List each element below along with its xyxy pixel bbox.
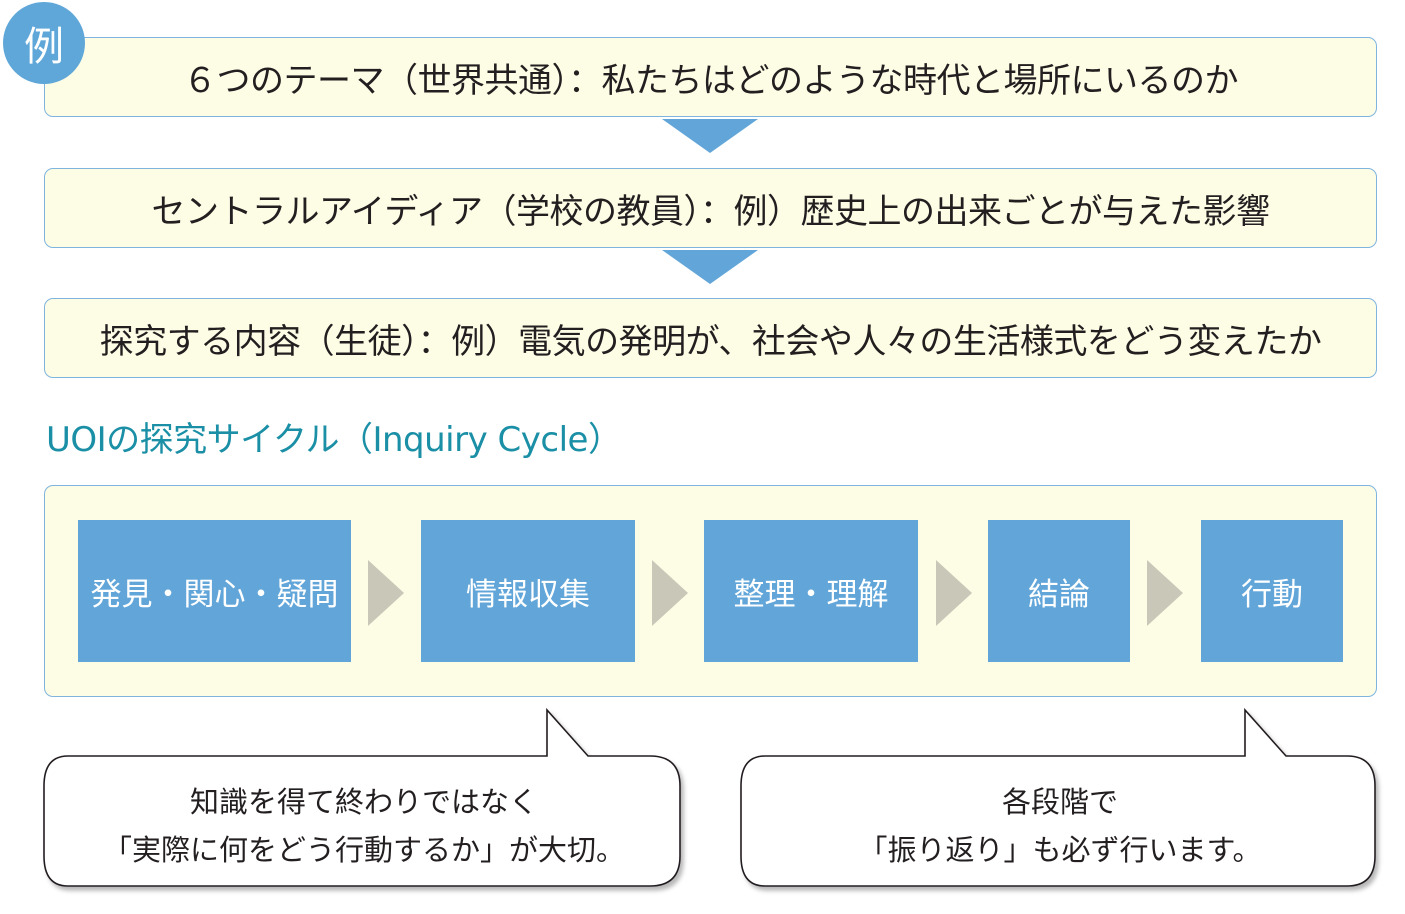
theme-banner-text: ６つのテーマ（世界共通）：私たちはどのような時代と場所にいるのか <box>183 60 1239 101</box>
callout-line: 「実際に何をどう行動するか」が大切。 <box>102 833 625 867</box>
cycle-step-label: 行動 <box>1241 576 1303 613</box>
cycle-step-organize: 整理・理解 <box>704 520 918 662</box>
chevron-right-icon <box>1147 560 1183 626</box>
inquiry-content-banner: 探究する内容（生徒）：例）電気の発明が、社会や人々の生活様式をどう変えたか <box>44 298 1377 378</box>
example-badge-label: 例 <box>24 24 64 70</box>
callout-text-left: 知識を得て終わりではなく 「実際に何をどう行動するか」が大切。 <box>46 778 682 874</box>
cycle-step-information: 情報収集 <box>421 520 635 662</box>
cycle-step-discovery: 発見・関心・疑問 <box>78 520 351 662</box>
cycle-step-label: 結論 <box>1028 576 1090 613</box>
central-idea-banner: セントラルアイディア（学校の教員）：例）歴史上の出来ごとが与えた影響 <box>44 168 1377 248</box>
callout-line: 「振り返り」も必ず行います。 <box>858 833 1262 867</box>
callout-bubble-right <box>740 707 1376 887</box>
cycle-step-action: 行動 <box>1201 520 1343 662</box>
cycle-step-label: 整理・理解 <box>733 576 889 613</box>
inquiry-cycle-title: UOIの探究サイクル（Inquiry Cycle） <box>46 420 622 460</box>
example-badge: 例 <box>3 2 85 84</box>
central-idea-banner-text: セントラルアイディア（学校の教員）：例）歴史上の出来ごとが与えた影響 <box>151 191 1270 232</box>
cycle-step-label: 発見・関心・疑問 <box>90 576 339 613</box>
theme-banner: ６つのテーマ（世界共通）：私たちはどのような時代と場所にいるのか <box>44 37 1377 117</box>
chevron-right-icon <box>936 560 972 626</box>
down-arrow-icon <box>662 250 758 284</box>
down-arrow-icon <box>662 119 758 153</box>
callout-bubble-left <box>43 707 681 887</box>
chevron-right-icon <box>368 560 404 626</box>
inquiry-content-banner-text: 探究する内容（生徒）：例）電気の発明が、社会や人々の生活様式をどう変えたか <box>99 321 1322 362</box>
cycle-step-label: 情報収集 <box>466 576 590 613</box>
callout-line: 知識を得て終わりではなく <box>189 785 538 819</box>
chevron-right-icon <box>652 560 688 626</box>
cycle-step-conclusion: 結論 <box>988 520 1130 662</box>
callout-text-right: 各段階で 「振り返り」も必ず行います。 <box>743 778 1377 874</box>
callout-line: 各段階で <box>1001 785 1118 819</box>
